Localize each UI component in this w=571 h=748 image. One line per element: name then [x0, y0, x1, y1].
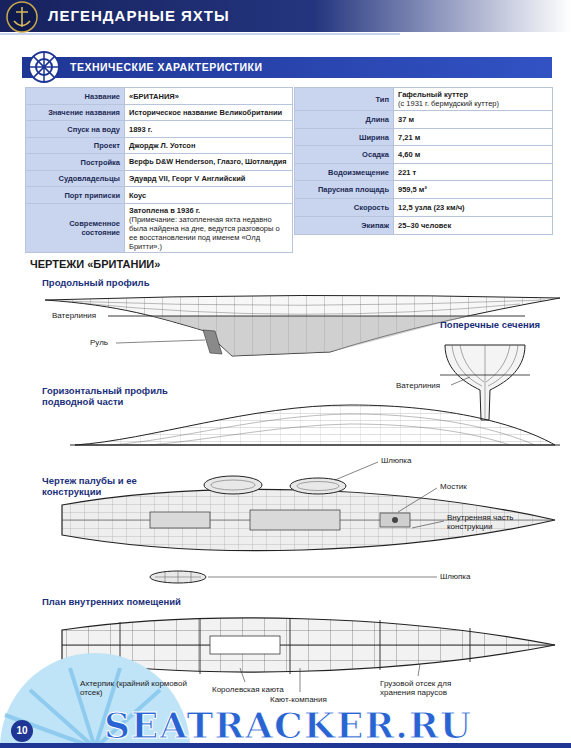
table-value: 12,5 узла (23 км/ч) [398, 203, 548, 212]
table-value: Гафельный куттер [398, 90, 548, 99]
table-value: 37 м [398, 115, 548, 124]
table-label: Проект [94, 141, 120, 150]
table-label: Порт приписки [64, 191, 120, 200]
table-label: Постройка [81, 158, 120, 167]
table-value: Верфь D&W Henderson, Глазго, Шотландия [129, 158, 288, 167]
table-value: 25–30 человек [398, 221, 548, 230]
page-number: 10 [11, 725, 33, 737]
table-value: 221 т [398, 168, 548, 177]
part-label: Грузовой отсек для хранения парусов [380, 679, 480, 697]
table-value: «БРИТАНИЯ» [129, 92, 288, 101]
table-label: Спуск на воду [67, 125, 120, 134]
part-label: Внутренняя часть конструкции [447, 513, 542, 531]
drawing-heading: Горизонтальный профиль подводной части [42, 386, 202, 408]
table-label: Экипаж [361, 221, 389, 230]
drawing-heading: Продольный профиль [42, 278, 242, 289]
table-label: Тип [376, 95, 389, 104]
table-value: 7,21 м [398, 133, 548, 142]
table-label-cell: Скорость [295, 199, 393, 216]
section-band: ТЕХНИЧЕСКИЕ ХАРАКТЕРИСТИКИ [62, 57, 550, 78]
drawing-heading: Чертеж палубы и ее конструкции [42, 476, 162, 498]
table-value: Джордж Л. Уотсон [129, 141, 288, 150]
table-value: (Примечание: затопленная яхта недавно бы… [129, 215, 288, 251]
table-label-cell: Проект [26, 138, 124, 153]
table-value: 959,5 м² [398, 185, 548, 194]
part-label: Шлюпка [440, 572, 490, 581]
table-label: Значение названия [48, 108, 120, 117]
table-value-cell: «БРИТАНИЯ» [125, 88, 292, 104]
table-value: Эдуард VII, Георг V Английский [129, 174, 288, 183]
table-label-cell: Спуск на воду [26, 121, 124, 137]
table-label-cell: Значение названия [26, 105, 124, 120]
table-label-cell: Тип [295, 88, 393, 110]
table-value: (с 1931 г. бермудский куттер) [398, 99, 548, 108]
table-value-cell: 959,5 м² [394, 181, 552, 198]
table-value-cell: 37 м [394, 111, 552, 128]
table-label-cell: Современное состояние [26, 204, 124, 252]
table-label: Парусная площадь [318, 185, 389, 194]
table-value-cell: 25–30 человек [394, 217, 552, 234]
table-label-cell: Осадка [295, 146, 393, 163]
table-label-cell: Длина [295, 111, 393, 128]
part-label: Руль [90, 338, 115, 347]
section-title: ТЕХНИЧЕСКИЕ ХАРАКТЕРИСТИКИ [62, 57, 550, 78]
table-value-cell: Верфь D&W Henderson, Глазго, Шотландия [125, 154, 292, 170]
table-label: Водоизмещение [328, 168, 389, 177]
part-label: Ахтерпик (крайний кормовой отсек) [80, 679, 192, 697]
part-label: Ватерлиния [396, 381, 450, 390]
table-label-cell: Экипаж [295, 217, 393, 234]
table-label: Современное состояние [30, 219, 120, 237]
table-value-cell: 4,60 м [394, 146, 552, 163]
part-label: Ватерлиния [52, 311, 107, 320]
section-heading: ЧЕРТЕЖИ «БРИТАНИИ» [30, 258, 280, 271]
part-label: Мостик [440, 482, 490, 491]
table-label-cell: Судовладельцы [26, 171, 124, 186]
table-label: Судовладельцы [58, 174, 120, 183]
table-label: Ширина [359, 133, 389, 142]
table-value-cell: Джордж Л. Уотсон [125, 138, 292, 153]
table-value-cell: Коус [125, 187, 292, 203]
table-value: 1893 г. [129, 125, 288, 134]
part-label: Королевская каюта [212, 685, 302, 694]
table-label: Длина [366, 115, 389, 124]
table-label: Осадка [362, 150, 389, 159]
table-value-cell: 1893 г. [125, 121, 292, 137]
table-value: Историческое название Великобритании [129, 108, 288, 117]
table-label-cell: Порт приписки [26, 187, 124, 203]
drawing-heading: План внутренних помещений [42, 597, 242, 608]
table-label-cell: Постройка [26, 154, 124, 170]
watermark: SEATRACKER.RU [104, 707, 472, 743]
table-label-cell: Название [26, 88, 124, 104]
page-header-title: ЛЕГЕНДАРНЫЕ ЯХТЫ [48, 7, 230, 24]
table-value: Коус [129, 191, 288, 200]
table-label: Название [85, 92, 120, 101]
part-label: Кают-компания [270, 695, 350, 704]
table-value: Затоплена в 1936 г. [129, 206, 288, 215]
table-label-cell: Парусная площадь [295, 181, 393, 198]
table-label: Скорость [354, 203, 389, 212]
table-value-cell: Эдуард VII, Георг V Английский [125, 171, 292, 186]
table-value-cell: 7,21 м [394, 129, 552, 145]
table-value-cell: 12,5 узла (23 км/ч) [394, 199, 552, 216]
drawing-heading: Поперечные сечения [440, 320, 560, 331]
table-value-cell: 221 т [394, 164, 552, 180]
table-value-cell: Историческое название Великобритании [125, 105, 292, 120]
table-value: 4,60 м [398, 150, 548, 159]
table-label-cell: Ширина [295, 129, 393, 145]
table-label-cell: Водоизмещение [295, 164, 393, 180]
part-label: Шлюпка [381, 456, 431, 465]
table-value-cell: Затоплена в 1936 г.(Примечание: затоплен… [125, 204, 292, 252]
table-value-cell: Гафельный куттер(с 1931 г. бермудский ку… [394, 88, 552, 110]
